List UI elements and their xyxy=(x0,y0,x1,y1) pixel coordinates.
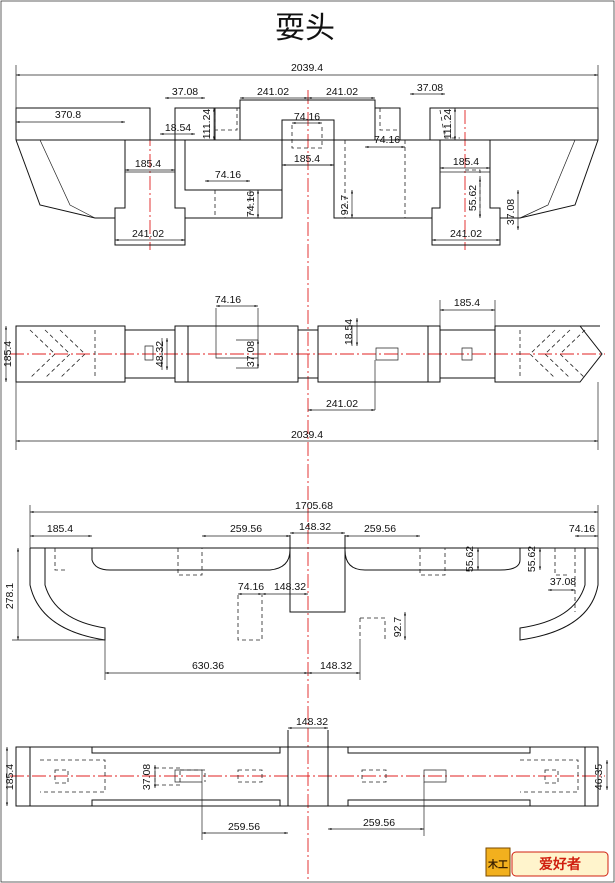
front-view: 2039.4 370.8 37.08 241.02 241.02 37.08 1… xyxy=(15,62,599,880)
dim-label: 185.4 xyxy=(47,523,73,535)
side-view: 1705.68 185.4 259.56 148.32 259.56 74.16… xyxy=(4,500,599,680)
dim-label: 241.02 xyxy=(450,228,482,240)
dim-label: 74.16 xyxy=(294,111,320,123)
dim-label: 148.32 xyxy=(320,660,352,672)
bottom-dimensions xyxy=(5,726,609,840)
dim-label: 148.32 xyxy=(274,581,306,593)
dim-label: 111.24 xyxy=(201,109,213,140)
bottom-hidden xyxy=(40,759,579,793)
dim-label: 185.4 xyxy=(135,158,161,170)
dim-label: 74.16 xyxy=(238,581,264,593)
dim-label: 55.62 xyxy=(467,185,479,211)
dim-label: 46.35 xyxy=(593,764,605,790)
front-dimensions xyxy=(15,65,599,242)
plan-chevrons xyxy=(29,329,586,379)
bottom-outline xyxy=(15,730,599,807)
dim-label: 37.08 xyxy=(245,341,257,367)
dim-label: 74.16 xyxy=(215,169,241,181)
front-inner-lines xyxy=(39,139,576,219)
dim-label: 148.32 xyxy=(299,521,331,533)
dim-label: 241.02 xyxy=(257,86,289,98)
plan-view: 74.16 185.4 185.4 48.32 37.08 18.54 241.… xyxy=(2,294,605,450)
logo-glyph: 木工 xyxy=(487,858,508,871)
dim-label: 259.56 xyxy=(230,523,262,535)
dim-label: 241.02 xyxy=(326,398,358,410)
dim-label: 148.32 xyxy=(296,716,328,728)
dim-label: 92.7 xyxy=(392,617,404,638)
dim-label: 37.08 xyxy=(505,199,517,225)
dim-label: 74.16 xyxy=(215,294,241,306)
dim-label: 74.16 xyxy=(569,523,595,535)
dim-label: 74.16 xyxy=(245,191,257,217)
dim-label: 37.08 xyxy=(172,86,198,98)
logo-text: 爱好者 xyxy=(539,856,581,873)
dim-label: 37.08 xyxy=(141,764,153,790)
side-hidden xyxy=(54,548,576,641)
dim-label: 259.56 xyxy=(364,523,396,535)
dim-label: 241.02 xyxy=(326,86,358,98)
front-hidden-lines xyxy=(214,108,481,218)
plan-dimensions xyxy=(4,300,599,450)
dim-label: 259.56 xyxy=(228,821,260,833)
dim-label: 18.54 xyxy=(165,122,191,134)
side-dimensions xyxy=(12,505,599,680)
dim-label: 55.62 xyxy=(526,546,538,572)
dim-label: 1705.68 xyxy=(295,500,333,512)
dim-label: 92.7 xyxy=(339,195,351,216)
dim-label: 630.36 xyxy=(192,660,224,672)
dim-label: 18.54 xyxy=(343,319,355,345)
plan-hidden xyxy=(144,308,473,410)
dim-label: 37.08 xyxy=(417,82,443,94)
side-outline xyxy=(29,535,599,641)
dim-label: 2039.4 xyxy=(291,429,323,441)
plan-outline xyxy=(15,325,603,383)
dim-label: 2039.4 xyxy=(291,62,323,74)
dim-label: 185.4 xyxy=(453,156,479,168)
drawing-title: 耍头 xyxy=(275,12,335,45)
dim-label: 74.16 xyxy=(374,134,400,146)
dim-label: 55.62 xyxy=(464,546,476,572)
dim-label: 278.1 xyxy=(4,583,16,609)
dim-label: 185.4 xyxy=(454,297,480,309)
site-logo: 木工 爱好者 xyxy=(485,847,609,877)
bottom-view: 148.32 185.4 37.08 46.35 259.56 259.56 xyxy=(4,716,609,840)
dim-label: 185.4 xyxy=(4,764,16,790)
dim-label: 111.24 xyxy=(442,109,454,140)
dim-label: 370.8 xyxy=(55,109,81,121)
dim-label: 241.02 xyxy=(132,228,164,240)
dim-label: 48.32 xyxy=(154,341,166,367)
dim-label: 259.56 xyxy=(363,817,395,829)
dim-label: 185.4 xyxy=(294,153,320,165)
dim-label: 185.4 xyxy=(2,341,14,367)
dim-label: 37.08 xyxy=(550,576,576,588)
front-outline xyxy=(15,99,599,246)
